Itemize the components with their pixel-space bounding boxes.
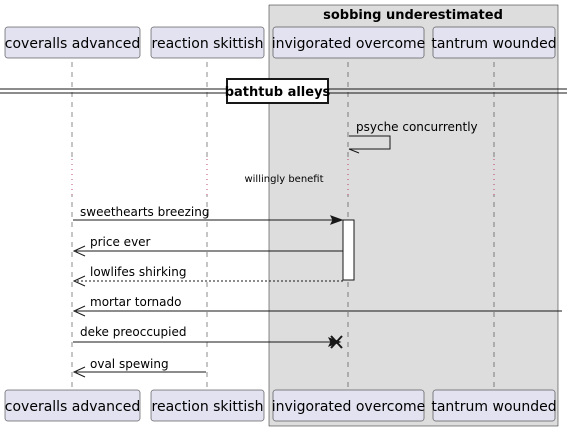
delay-section: willingly benefit [71, 159, 495, 195]
participant-top-reaction-skittish: reaction skittish [150, 26, 265, 59]
divider-label: bathtub alleys [225, 85, 331, 100]
participant-label: tantrum wounded [431, 399, 556, 415]
message-label: lowlifes shirking [90, 265, 186, 279]
participant-label: invigorated overcome [272, 399, 426, 415]
group-box-title: sobbing underestimated [323, 8, 503, 23]
message-oval-spewing: oval spewing [72, 357, 206, 378]
destroy-x-icon [330, 335, 343, 349]
participant-top-invigorated-overcome: invigorated overcome [272, 26, 426, 59]
participant-bottom-invigorated-overcome: invigorated overcome [272, 389, 426, 422]
participant-label: invigorated overcome [272, 36, 426, 52]
group-box [268, 4, 559, 427]
activation-bar [342, 219, 355, 281]
participant-bottom-tantrum-wounded: tantrum wounded [431, 389, 557, 422]
participant-top-coveralls-advanced: coveralls advanced [4, 26, 141, 59]
divider: bathtub alleys [0, 78, 567, 104]
message-lowlifes-shirking: lowlifes shirking [72, 265, 343, 287]
message-self-psyche-concurrently: psyche concurrently [348, 120, 478, 154]
message-label: psyche concurrently [356, 120, 478, 134]
participant-bottom-reaction-skittish: reaction skittish [150, 389, 265, 422]
message-mortar-tornado: mortar tornado [72, 295, 562, 317]
message-label: price ever [90, 235, 151, 249]
participant-label: reaction skittish [152, 399, 264, 415]
message-price-ever: price ever [72, 235, 343, 257]
participant-top-tantrum-wounded: tantrum wounded [431, 26, 557, 59]
participant-bottom-coveralls-advanced: coveralls advanced [4, 389, 141, 422]
message-label: mortar tornado [90, 295, 181, 309]
participant-label: coveralls advanced [5, 399, 140, 415]
participant-label: coveralls advanced [5, 36, 140, 52]
message-sweethearts-breezing: sweethearts breezing [73, 205, 344, 225]
message-label: deke preoccupied [80, 325, 186, 339]
delay-label: willingly benefit [244, 174, 323, 185]
participant-label: tantrum wounded [431, 36, 556, 52]
message-label: oval spewing [90, 357, 169, 371]
message-deke-preoccupied: deke preoccupied [73, 325, 343, 349]
participant-label: reaction skittish [152, 36, 264, 52]
message-label: sweethearts breezing [80, 205, 210, 219]
